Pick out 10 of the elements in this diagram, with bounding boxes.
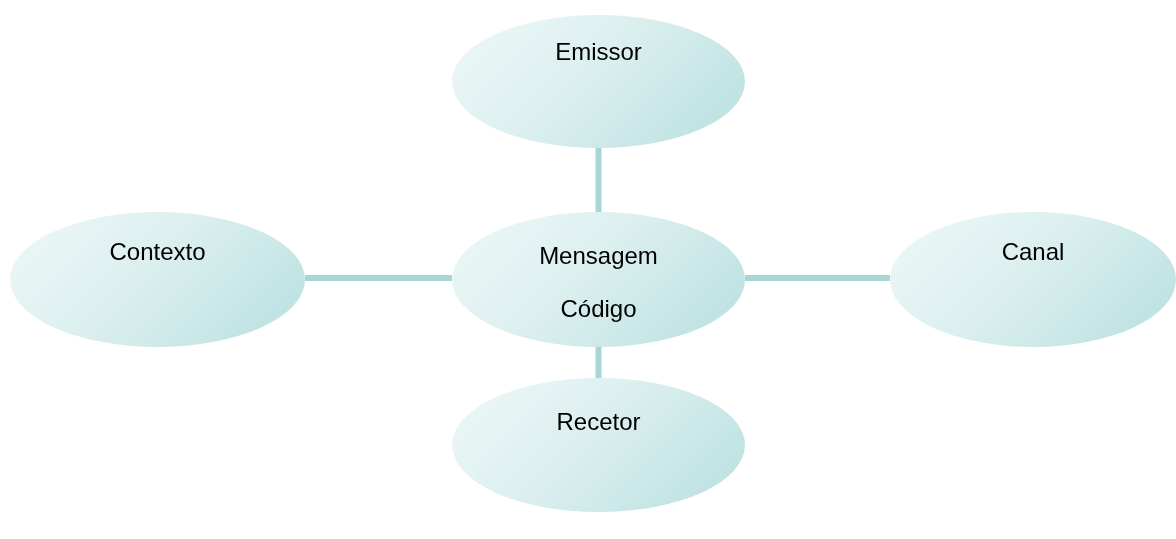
connector-line (305, 275, 452, 281)
node-label: Mensagem (539, 243, 658, 270)
node-label: Contexto (109, 239, 206, 266)
node-label: Recetor (556, 409, 641, 436)
connector-line (595, 148, 602, 212)
connector-line (595, 347, 602, 378)
node-label: Canal (1001, 239, 1065, 266)
node-label: Código (560, 296, 637, 323)
node-label: Emissor (555, 39, 642, 66)
connector-line (745, 275, 890, 281)
